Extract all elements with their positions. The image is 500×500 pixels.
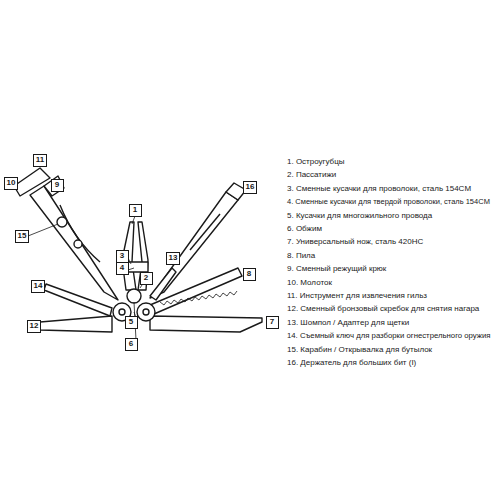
callout-number: 8 xyxy=(247,270,251,278)
handle-detail xyxy=(60,205,100,262)
callout-number: 16 xyxy=(246,183,255,191)
callout-box: 5 xyxy=(125,316,138,329)
part-list-item: 2. Пассатижи xyxy=(287,171,336,180)
part-list-item: 9. Сменный режущий крюк xyxy=(287,265,386,274)
callout-box: 14 xyxy=(31,280,45,293)
leader-line xyxy=(28,224,58,236)
callout-number: 6 xyxy=(129,340,133,348)
part-list-item: 7. Универсальный нож, сталь 420HC xyxy=(287,238,423,247)
callout-number: 2 xyxy=(144,274,148,282)
wrench xyxy=(44,284,112,316)
part-list-item: 5. Кусачки для многожильного провода xyxy=(287,212,432,221)
part-list-item: 6. Обжим xyxy=(287,225,322,234)
callout-box: 16 xyxy=(243,181,257,194)
pivot xyxy=(74,240,82,248)
callout-box: 15 xyxy=(15,230,29,243)
callout-number: 3 xyxy=(120,252,124,260)
callout-number: 5 xyxy=(129,318,133,326)
callout-number: 10 xyxy=(7,179,16,187)
part-list-item: 15. Карабин / Открывалка для бутылок xyxy=(287,346,432,355)
callout-box: 7 xyxy=(266,316,279,329)
part-list-item: 14. Съемный ключ для разборки огнестрель… xyxy=(287,332,491,341)
scraper xyxy=(40,316,112,332)
part-list-item: 3. Сменные кусачки для проволоки, сталь … xyxy=(287,185,471,194)
leader-line xyxy=(132,216,135,224)
callout-box: 8 xyxy=(243,268,256,281)
callout-box: 6 xyxy=(125,338,138,351)
part-list-item: 12. Сменный бронзовый скребок для снятия… xyxy=(287,305,479,314)
pivot xyxy=(137,303,155,321)
carabiner xyxy=(57,217,67,227)
pivot xyxy=(119,309,125,315)
part-list-item: 8. Пила xyxy=(287,252,315,261)
hammer-head xyxy=(14,168,50,196)
part-list-item: 4. Сменные кусачки для твердой проволоки… xyxy=(287,198,490,206)
part-list-item: 1. Остроугубцы xyxy=(287,158,345,167)
callout-box: 1 xyxy=(129,204,142,217)
callout-number: 13 xyxy=(169,254,178,262)
callout-number: 11 xyxy=(36,156,44,164)
leader-line xyxy=(128,268,134,270)
callout-box: 13 xyxy=(166,252,180,265)
callout-box: 9 xyxy=(51,179,64,192)
callout-number: 7 xyxy=(270,318,274,326)
callout-box: 12 xyxy=(27,320,41,333)
callout-number: 4 xyxy=(120,264,124,272)
hook xyxy=(44,176,64,196)
callout-number: 12 xyxy=(30,322,39,330)
callout-box: 4 xyxy=(116,262,129,275)
pivot xyxy=(143,309,149,315)
handle xyxy=(30,186,118,300)
callout-box: 11 xyxy=(33,154,47,167)
part-list-item: 11. Инструмент для извлечения гильз xyxy=(287,292,427,301)
knife-blade xyxy=(150,316,262,332)
handle-detail xyxy=(190,214,220,250)
crimper xyxy=(127,289,141,303)
saw xyxy=(150,268,242,314)
callout-box: 10 xyxy=(4,177,18,190)
callout-number: 9 xyxy=(55,181,59,189)
part-list-item: 10. Молоток xyxy=(287,279,332,288)
part-list-item: 16. Держатель для больших бит (I) xyxy=(287,359,416,368)
saw-teeth xyxy=(160,291,237,305)
callout-number: 14 xyxy=(34,282,43,290)
callout-number: 15 xyxy=(18,232,27,240)
part-list-item: 13. Шомпол / Адаптер для щетки xyxy=(287,319,409,328)
callout-box: 2 xyxy=(140,272,153,285)
callout-number: 1 xyxy=(133,206,137,214)
